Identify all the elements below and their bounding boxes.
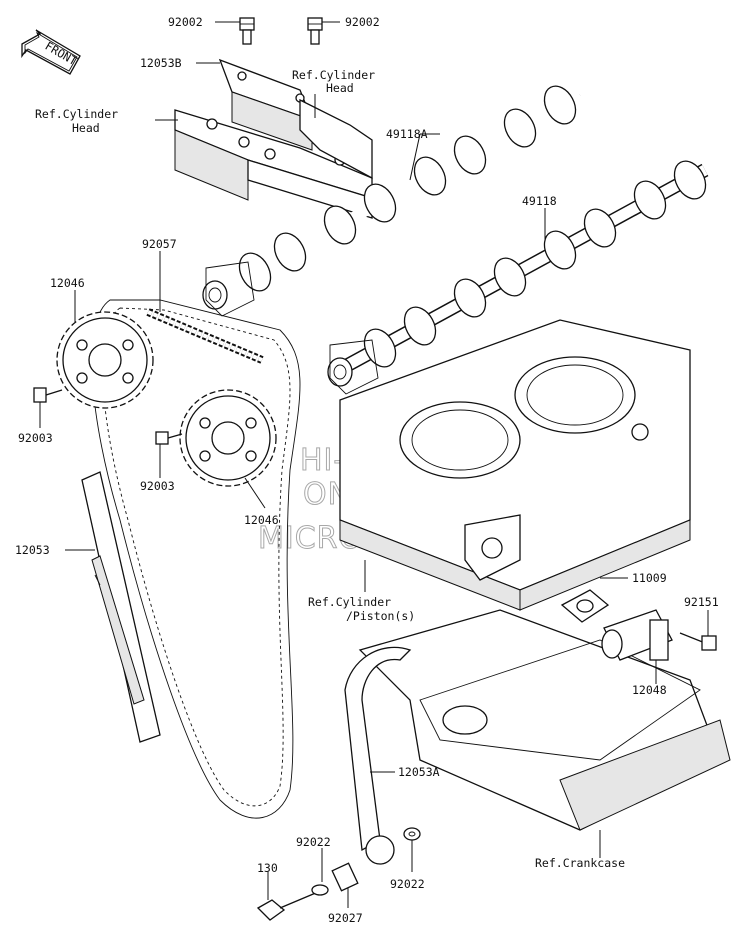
label-ref-crankcase: Ref.Crankcase: [535, 856, 625, 870]
label-49118A: 49118A: [386, 127, 428, 141]
collar-92027: [331, 862, 359, 892]
label-11009: 11009: [632, 571, 667, 585]
label-ref-cylinder-head-2-l2: Head: [72, 121, 100, 135]
label-92022-left: 92022: [296, 835, 331, 849]
chain-guide-12053: [81, 471, 161, 743]
cam-holder-block: [174, 98, 373, 219]
chain-guide-12053A: [344, 646, 412, 865]
label-12053A: 12053A: [398, 765, 440, 779]
sprocket-12046-bottom: [179, 389, 277, 487]
bolt-92003-left: [33, 387, 63, 403]
label-92027: 92027: [328, 911, 363, 925]
label-12053B: 12053B: [140, 56, 182, 70]
label-92003-left: 92003: [18, 431, 53, 445]
label-ref-cylinder-piston-l1: Ref.Cylinder: [308, 595, 391, 609]
label-12046-top: 12046: [50, 276, 85, 290]
label-92003-mid: 92003: [140, 479, 175, 493]
front-arrow-icon: FRONT: [21, 29, 81, 75]
bolt-130: [256, 884, 329, 921]
label-12046-bottom: 12046: [244, 513, 279, 527]
label-12048: 12048: [632, 683, 667, 697]
bolt-92003-mid: [155, 431, 183, 445]
label-92002-right: 92002: [345, 15, 380, 29]
camshaft-49118: [327, 160, 709, 395]
label-92002-left: 92002: [168, 15, 203, 29]
camshaft-49118A: [202, 85, 583, 317]
label-ref-cylinder-piston-l2: /Piston(s): [346, 609, 415, 623]
crankcase: [358, 609, 731, 831]
leader-lines: [39, 21, 709, 908]
cam-chain-92057: [91, 299, 301, 819]
tensioner-12048: [601, 609, 673, 661]
washer-92022-right: [403, 827, 421, 841]
part-labels: 92002 92002 12053B Ref.Cylinder Head Ref…: [15, 15, 719, 925]
bolt-92002-right: [307, 17, 323, 45]
sprocket-12046-top: [56, 311, 154, 409]
label-ref-cylinder-head-2-l1: Ref.Cylinder: [35, 107, 118, 121]
label-ref-cylinder-head-1-l2: Head: [326, 81, 354, 95]
label-ref-cylinder-head-1-l1: Ref.Cylinder: [292, 68, 375, 82]
label-92022-right: 92022: [390, 877, 425, 891]
label-12053: 12053: [15, 543, 50, 557]
gasket-11009: [560, 589, 610, 623]
label-130: 130: [257, 861, 278, 875]
label-92151: 92151: [684, 595, 719, 609]
label-49118: 49118: [522, 194, 557, 208]
bolt-92002-left: [239, 17, 255, 45]
label-92057: 92057: [142, 237, 177, 251]
bolt-92151: [679, 632, 717, 651]
cylinder-block: [339, 319, 691, 611]
